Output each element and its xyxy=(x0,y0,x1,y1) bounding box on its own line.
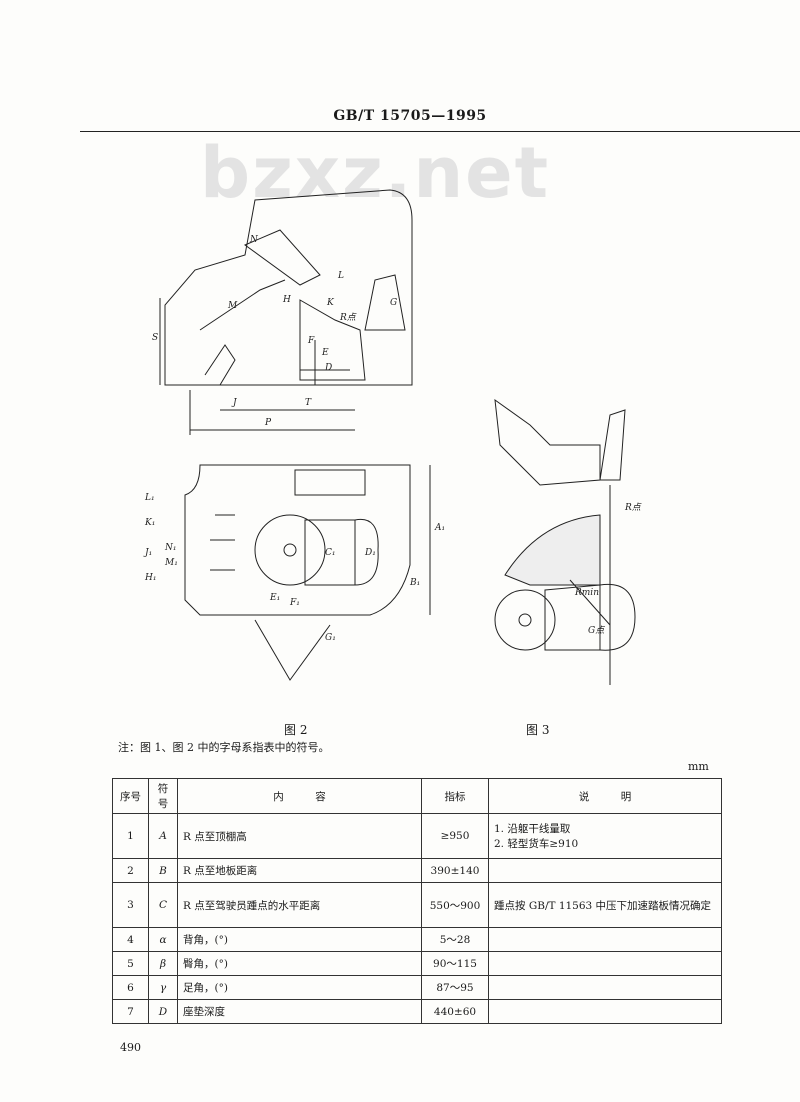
col-remark: 说 明 xyxy=(488,778,722,814)
label-M: M xyxy=(227,301,238,311)
page-number: 490 xyxy=(120,1041,141,1054)
label-R-point: R点 xyxy=(339,312,357,323)
cell-value: 440±60 xyxy=(421,999,489,1024)
cell-content: 足角，(°) xyxy=(177,975,422,1000)
label-N1: N₁ xyxy=(164,543,176,553)
figure-3-caption: 图 3 xyxy=(526,723,550,737)
col-no: 序号 xyxy=(112,778,149,814)
label-J: J xyxy=(231,398,238,408)
remark-line-2: 2. 轻型货车≥910 xyxy=(494,838,579,850)
header-rule xyxy=(80,131,800,132)
cell-no: 1 xyxy=(112,813,149,859)
label-E1: E₁ xyxy=(269,593,280,603)
cell-remark xyxy=(488,975,722,1000)
cell-value: 390±140 xyxy=(421,858,489,883)
label-P: P xyxy=(264,418,272,428)
label-F1: F₁ xyxy=(289,598,300,608)
table-row: 5 β 臀角，(°) 90～115 xyxy=(112,951,722,976)
header-standard-code: GB/T 15705—1995 xyxy=(333,108,487,124)
cell-value: 90～115 xyxy=(421,951,489,976)
cell-no: 7 xyxy=(112,999,149,1024)
col-symbol: 符号 xyxy=(148,778,178,814)
cell-remark xyxy=(488,927,722,952)
label-K1: K₁ xyxy=(144,518,155,528)
label-H: H xyxy=(282,295,291,305)
cell-content: 臀角，(°) xyxy=(177,951,422,976)
cell-symbol: γ xyxy=(148,975,178,1000)
label-R-point: R点 xyxy=(624,502,642,513)
label-N: N xyxy=(249,235,259,245)
label-G1: G₁ xyxy=(325,633,336,643)
watermark: bzxz.net xyxy=(200,132,551,214)
label-T: T xyxy=(305,398,312,408)
label-G-point: G点 xyxy=(588,625,605,636)
table-row: 4 α 背角，(°) 5～28 xyxy=(112,927,722,952)
figure-note: 注：图 1、图 2 中的字母系指表中的符号。 xyxy=(118,741,330,754)
cell-remark: 1. 沿躯干线量取 2. 轻型货车≥910 xyxy=(488,813,722,859)
cell-remark xyxy=(488,858,722,883)
cell-content: 背角，(°) xyxy=(177,927,422,952)
label-E: E xyxy=(321,348,329,358)
cell-remark xyxy=(488,999,722,1024)
table-header-row: 序号 符号 内 容 指标 说 明 xyxy=(112,778,722,814)
figure-3-steering-clearance: R点 Rmin G点 xyxy=(494,398,642,685)
label-D: D xyxy=(324,363,332,373)
label-L1: L₁ xyxy=(144,493,155,503)
cell-remark: 踵点按 GB/T 11563 中压下加速踏板情况确定 xyxy=(488,882,722,928)
col-value: 指标 xyxy=(421,778,489,814)
cell-symbol: B xyxy=(148,858,178,883)
table-row: 1 A R 点至顶棚高 ≥950 1. 沿躯干线量取 2. 轻型货车≥910 xyxy=(112,813,722,859)
cell-no: 6 xyxy=(112,975,149,1000)
cell-content: R 点至驾驶员踵点的水平距离 xyxy=(177,882,422,928)
table-row: 7 D 座垫深度 440±60 xyxy=(112,999,722,1024)
cell-no: 5 xyxy=(112,951,149,976)
cell-remark xyxy=(488,951,722,976)
cell-content: 座垫深度 xyxy=(177,999,422,1024)
figure-1-labels: N L M H K G R点 S F E D J T P xyxy=(152,235,397,428)
cell-content: R 点至地板距离 xyxy=(177,858,422,883)
label-M1: M₁ xyxy=(164,558,178,568)
cell-value: 5～28 xyxy=(421,927,489,952)
cell-value: 550～900 xyxy=(421,882,489,928)
label-R-min: Rmin xyxy=(574,588,599,598)
cell-value: 87～95 xyxy=(421,975,489,1000)
table-row: 6 γ 足角，(°) 87～95 xyxy=(112,975,722,1000)
figure-2-caption: 图 2 xyxy=(284,723,308,737)
requirements-table: 序号 符号 内 容 指标 说 明 1 A R 点至顶棚高 ≥950 1. 沿躯干… xyxy=(112,778,722,1024)
cell-no: 2 xyxy=(112,858,149,883)
col-content: 内 容 xyxy=(177,778,422,814)
cell-symbol: β xyxy=(148,951,178,976)
label-H1: H₁ xyxy=(144,573,156,583)
label-C1: C₁ xyxy=(325,548,336,558)
label-L: L xyxy=(337,271,344,281)
cell-content: R 点至顶棚高 xyxy=(177,813,422,859)
label-F: F xyxy=(307,336,315,346)
table-row: 2 B R 点至地板距离 390±140 xyxy=(112,858,722,883)
label-S: S xyxy=(152,333,158,343)
label-A1: A₁ xyxy=(434,523,445,533)
unit-label: mm xyxy=(688,760,709,773)
cell-symbol: C xyxy=(148,882,178,928)
figure-1-cab-side-view: N L M H K G R点 S F E D J T P xyxy=(152,189,413,435)
cell-symbol: α xyxy=(148,927,178,952)
cell-value: ≥950 xyxy=(421,813,489,859)
label-D1: D₁ xyxy=(364,548,376,558)
cell-symbol: D xyxy=(148,999,178,1024)
cell-no: 3 xyxy=(112,882,149,928)
cell-symbol: A xyxy=(148,813,178,859)
figure-2-cab-top-view: L₁ K₁ J₁ N₁ M₁ H₁ C₁ D₁ A₁ B₁ E₁ F₁ G₁ xyxy=(143,464,445,681)
label-G: G xyxy=(390,298,397,308)
table-row: 3 C R 点至驾驶员踵点的水平距离 550～900 踵点按 GB/T 1156… xyxy=(112,882,722,928)
remark-line-1: 1. 沿躯干线量取 xyxy=(494,823,571,835)
cell-no: 4 xyxy=(112,927,149,952)
label-B1: B₁ xyxy=(409,578,420,588)
label-K: K xyxy=(326,298,335,308)
label-J1: J₁ xyxy=(143,548,152,558)
